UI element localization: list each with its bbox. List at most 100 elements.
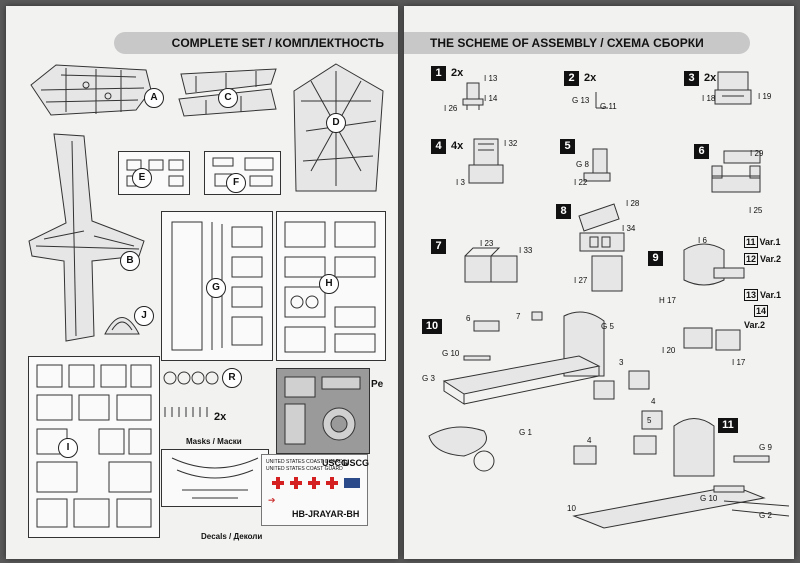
sprue-label-j: J [134,306,154,326]
step-1-count: 2x [451,67,464,79]
assembly-header: THE SCHEME OF ASSEMBLY / СХЕМА СБОРКИ [404,32,750,54]
step-6-badge: 6 [694,144,709,159]
step-4-count: 4x [451,140,464,152]
left-page: COMPLETE SET / КОМПЛЕКТНОСТЬ A C D B J E… [6,6,398,559]
step-10-callout-3: 3 [619,358,624,367]
step-2-part-a: G 13 [572,96,590,105]
variant-14: 14 [754,305,769,317]
step-9-part-c: I 20 [662,346,676,355]
step-8-part-b: I 34 [622,224,636,233]
step-10-part-d: G 1 [519,428,532,437]
photo-etch-label: Pe [371,379,384,390]
step-10-badge: 10 [422,319,442,334]
photo-etch-fret [276,368,370,454]
step-5-part-b: I 22 [574,178,588,187]
sprue-label-h: H [319,274,339,294]
step-7-part [464,247,518,283]
step-11-assembly [572,410,790,529]
decal-registration: HB-JRAYAR-BH [292,509,360,519]
step-5-part [583,148,611,182]
step-1-part-c: I 26 [444,104,458,113]
step-3-part-a: I 18 [702,94,716,103]
sprue-a-drawing [30,64,152,116]
step-2-count: 2x [584,72,597,84]
assembly-title: THE SCHEME OF ASSEMBLY / СХЕМА СБОРКИ [430,36,704,50]
sprue-r-count: 2x [214,411,227,423]
sprue-label-c: C [218,88,238,108]
step-7-part-b: I 33 [519,246,533,255]
step-6-sofa [711,150,761,193]
sprue-j-drawing [104,317,140,335]
step-7-part-a: I 23 [480,239,494,248]
sprue-e-frame [118,151,190,195]
step-4-part-a: I 32 [504,139,518,148]
step-5-badge: 5 [560,139,575,154]
variant-14-label: Var.2 [744,320,766,330]
sprue-r-drawing [163,371,219,385]
decal-uscg-2: USCG [343,458,370,468]
sprue-label-b: B [120,251,140,271]
step-10-part-c: G 3 [422,374,435,383]
step-11-callout-4a: 4 [587,436,592,445]
step-11-callout-5: 5 [647,416,652,425]
sprue-label-i: I [58,438,78,458]
complete-set-title: COMPLETE SET / КОМПЛЕКТНОСТЬ [171,36,384,50]
right-page: THE SCHEME OF ASSEMBLY / СХЕМА СБОРКИ 1 … [404,6,794,559]
step-8-badge: 8 [556,204,571,219]
step-11-part-c: G 2 [759,511,772,520]
step-6-part-a: I 29 [750,149,764,158]
step-7-badge: 7 [431,239,446,254]
step-10-callout-4: 4 [651,397,656,406]
sprue-label-r: R [222,368,242,388]
decal-sheet: UNITED STATES COAST GUARD UNITED STATES … [261,454,370,526]
step-3-badge: 3 [684,71,699,86]
step-9-part-d: I 17 [732,358,746,367]
step-4-badge: 4 [431,139,446,154]
step-2-part [595,92,608,109]
step-11-part-a: G 9 [759,443,772,452]
complete-set-header: COMPLETE SET / КОМПЛЕКТНОСТЬ [114,32,398,54]
step-3-count: 2x [704,72,717,84]
step-10-assembly [428,311,650,472]
step-1-seat [462,82,484,110]
sprue-label-e: E [132,168,152,188]
sprue-label-d: D [326,113,346,133]
step-10-callout-7: 7 [516,312,521,321]
step-3-seat [714,71,752,105]
masks-label: Masks / Маски [186,437,242,446]
step-10-part-a: G 5 [601,322,614,331]
step-8-part-c: I 27 [574,276,588,285]
sprue-b-drawing [28,133,145,342]
step-8-part-a: I 28 [626,199,640,208]
step-9-part [683,243,745,351]
step-1-part-a: I 13 [484,74,498,83]
step-11-part-b: G 10 [700,494,718,503]
mask-sheet [161,449,269,507]
decal-red-crosses [272,477,360,489]
step-10-part-b: G 10 [442,349,460,358]
decals-label: Decals / Деколи [201,532,263,541]
decal-arrow: ➔ [268,495,276,505]
step-9-part-a: I 6 [698,236,707,245]
sprue-r-small-parts [164,407,208,417]
step-2-badge: 2 [564,71,579,86]
step-1-badge: 1 [431,66,446,81]
step-1-part-b: I 14 [484,94,498,103]
step-5-part-a: G 8 [576,160,589,169]
sprue-label-f: F [226,173,246,193]
step-10-callout-6: 6 [466,314,471,323]
step-4-seat [468,138,504,184]
step-2-part-b: G 11 [600,102,617,111]
step-11-badge: 11 [718,418,738,433]
step-6-part-b: I 25 [749,206,763,215]
step-9-badge: 9 [648,251,663,266]
decal-line-1: UNITED STATES COAST GUARD [266,459,343,465]
sprue-i-frame [28,356,160,538]
decal-uscg-1: USCG [322,458,349,468]
step-9-part-b: H 17 [659,296,676,305]
step-11-callout-10: 10 [567,504,576,513]
step-8-part [578,203,625,292]
